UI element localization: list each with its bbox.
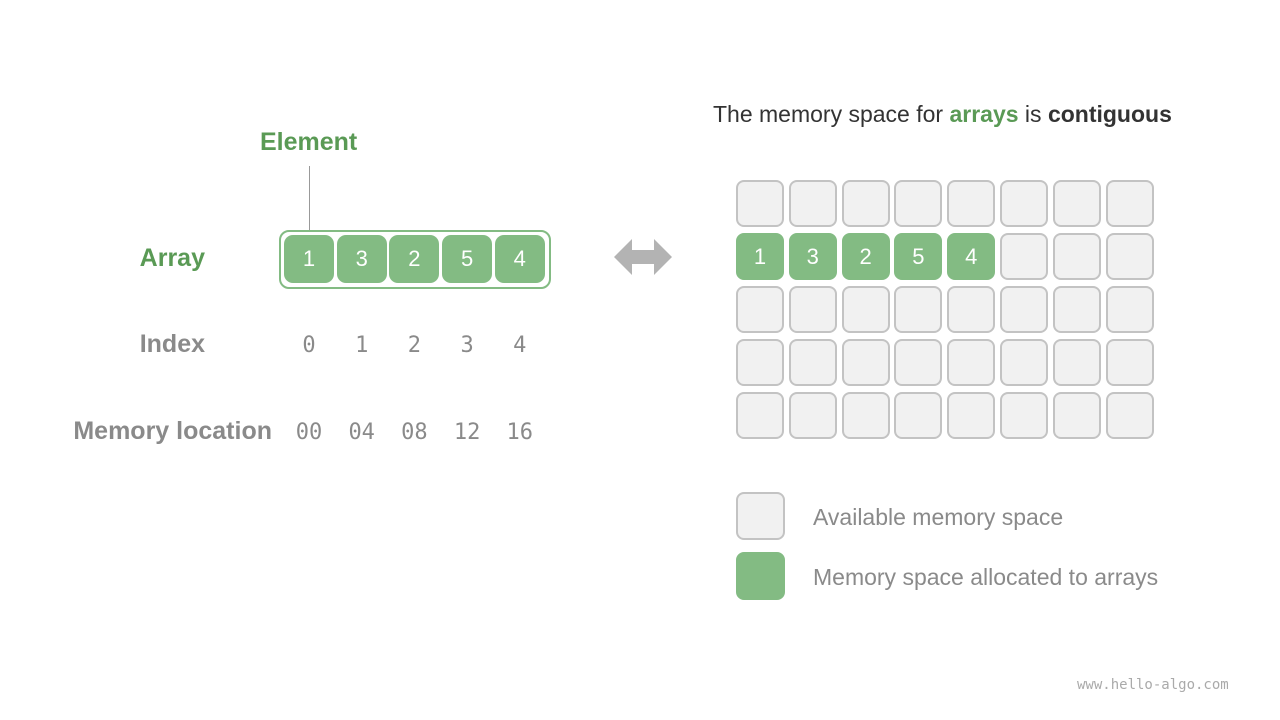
- memory-address: 16: [506, 420, 534, 445]
- free-memory-cell: [1000, 339, 1048, 386]
- free-memory-cell: [1052, 286, 1101, 333]
- free-memory-cell: [894, 392, 943, 439]
- allocated-memory-cell: 3: [788, 233, 837, 280]
- index-value: 1: [355, 333, 369, 358]
- memory-address: 08: [401, 420, 428, 445]
- free-memory-cell: [1052, 392, 1101, 439]
- free-memory-cell: [947, 392, 996, 439]
- free-memory-cell: [841, 392, 890, 439]
- watermark: www.hello-algo.com: [1077, 677, 1229, 693]
- legend-swatch-allocated: [736, 552, 785, 600]
- memory-address: 12: [453, 420, 481, 445]
- allocated-memory-cell: 5: [894, 233, 943, 280]
- array-element: 1: [284, 235, 334, 283]
- free-memory-cell: [736, 180, 784, 227]
- free-memory-cell: [894, 180, 943, 227]
- free-memory-cell: [1105, 233, 1154, 280]
- free-memory-cell: [1105, 286, 1154, 333]
- free-memory-cell: [788, 339, 837, 386]
- array-element: 5: [442, 235, 493, 283]
- free-memory-cell: [788, 392, 837, 439]
- free-memory-cell: [1000, 392, 1048, 439]
- allocated-memory-cell: 2: [841, 233, 890, 280]
- free-memory-cell: [947, 339, 996, 386]
- array-box: [279, 230, 551, 289]
- element-label: Element: [260, 128, 358, 156]
- title-text: is: [1018, 101, 1048, 127]
- free-memory-cell: [1105, 339, 1154, 386]
- index-value: 3: [460, 333, 474, 358]
- free-memory-cell: [736, 392, 784, 439]
- legend-allocated: Memory space allocated to arrays: [813, 564, 1159, 590]
- free-memory-cell: [1052, 180, 1101, 227]
- array-element: 4: [494, 235, 545, 283]
- free-memory-cell: [947, 180, 996, 227]
- index-value: 4: [513, 333, 527, 358]
- free-memory-cell: [788, 286, 837, 333]
- free-memory-cell: [1105, 392, 1154, 439]
- free-memory-cell: [841, 286, 890, 333]
- memory-location-label: Memory location: [73, 417, 272, 445]
- free-memory-cell: [736, 286, 784, 333]
- free-memory-cell: [1052, 233, 1101, 280]
- free-memory-cell: [1105, 180, 1154, 227]
- free-memory-cell: [894, 339, 943, 386]
- free-memory-cell: [1000, 180, 1048, 227]
- allocated-memory-cell: 4: [947, 233, 996, 280]
- legend-swatch-available: [736, 492, 785, 540]
- index-value: 2: [407, 333, 422, 358]
- free-memory-cell: [788, 180, 837, 227]
- array-element: 2: [389, 235, 440, 283]
- array-label: Array: [139, 244, 205, 272]
- free-memory-cell: [841, 180, 890, 227]
- title-text: The memory space for: [713, 101, 950, 127]
- free-memory-cell: [947, 286, 996, 333]
- allocated-memory-cell: 1: [736, 233, 784, 280]
- memory-address: 00: [295, 420, 323, 445]
- title-arrays: arrays: [949, 101, 1019, 127]
- free-memory-cell: [1000, 286, 1048, 333]
- legend-available: Available memory space: [813, 504, 1064, 530]
- title-contiguous: contiguous: [1047, 101, 1172, 127]
- array-element: 3: [336, 235, 387, 283]
- element-pointer-line: [309, 166, 310, 230]
- memory-address: 04: [348, 420, 375, 445]
- double-arrow-icon: [614, 239, 672, 275]
- free-memory-cell: [841, 339, 890, 386]
- index-value: 0: [302, 333, 316, 358]
- index-label: Index: [139, 330, 205, 358]
- free-memory-cell: [894, 286, 943, 333]
- free-memory-cell: [1000, 233, 1048, 280]
- free-memory-cell: [1052, 339, 1101, 386]
- free-memory-cell: [736, 339, 784, 386]
- right-title: The memory space for arrays is contiguou…: [713, 101, 1172, 128]
